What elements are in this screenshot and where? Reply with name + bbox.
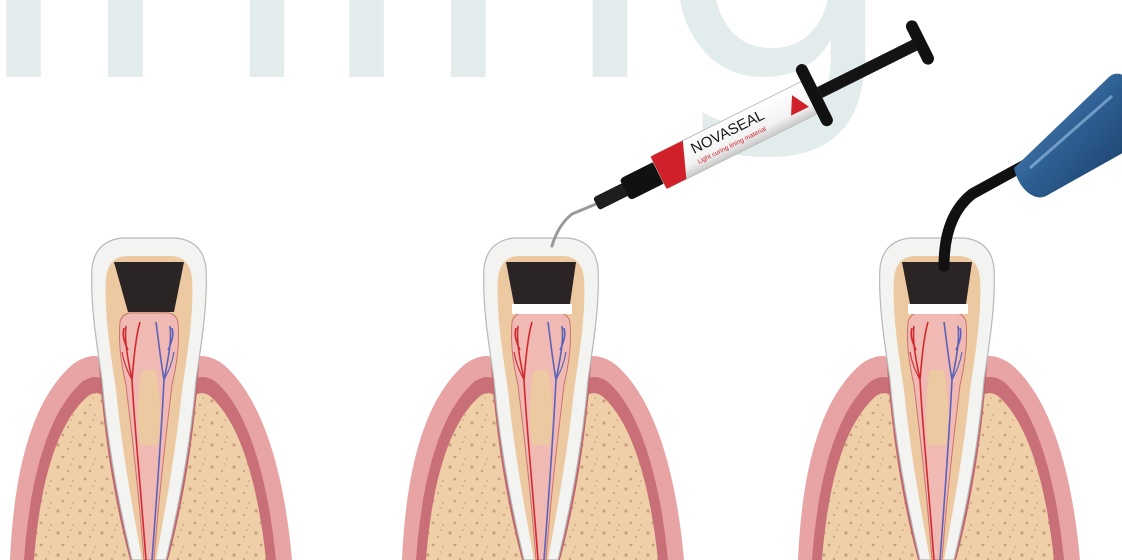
tooth-step-2 [402,238,684,560]
cavity-filling [506,262,576,304]
lining-layer [512,304,572,314]
tooth-step-3 [798,238,1080,560]
curing-light [944,74,1122,266]
syringe: NOVASEAL Light curing lining material [552,9,941,246]
tooth-step-1 [10,238,292,560]
lining-layer [908,304,968,314]
cavity-filling [902,262,972,304]
